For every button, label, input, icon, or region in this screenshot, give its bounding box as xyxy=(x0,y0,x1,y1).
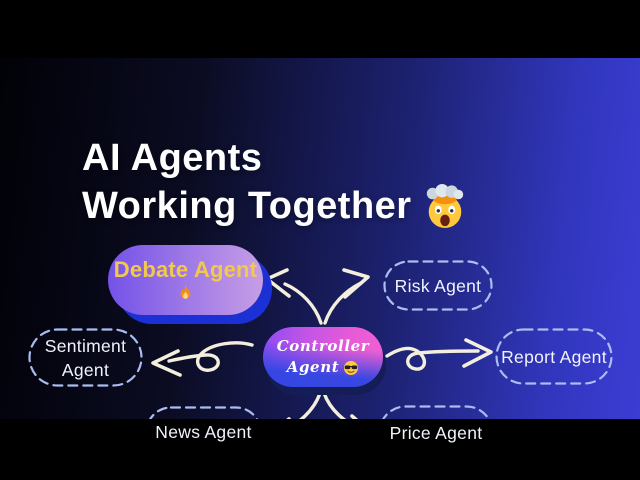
dashed-border xyxy=(495,328,613,385)
fire-emoji xyxy=(180,283,191,299)
connector-arrows xyxy=(151,268,493,447)
dashed-border xyxy=(383,260,493,311)
sunglasses-emoji xyxy=(344,360,359,375)
arrow-controller-to-report xyxy=(385,338,493,371)
risk-agent-label: Risk Agent xyxy=(394,275,482,296)
title-text-2: Working Together xyxy=(82,185,412,227)
title-line-1: AI Agents xyxy=(82,134,468,182)
page-title: AI Agents Working Together xyxy=(82,134,468,230)
price-agent-label: Price Agent xyxy=(389,422,483,443)
report-agent-label: Report Agent xyxy=(501,346,607,367)
node-debate-agent: Debate Agent xyxy=(108,245,263,315)
arrow-controller-to-sentiment xyxy=(151,341,254,377)
diagram-canvas: AI Agents Working Together xyxy=(0,58,640,460)
exploding-head-emoji xyxy=(426,183,463,229)
controller-label-line2: Agent xyxy=(287,357,360,378)
controller-agent-label: Controller Agent xyxy=(277,336,370,378)
news-agent-label: News Agent xyxy=(155,422,252,442)
sentiment-agent-label-line1: Sentiment xyxy=(44,335,127,356)
arrow-controller-to-risk xyxy=(323,268,370,325)
arrow-controller-to-debate xyxy=(265,268,323,325)
title-text-1: AI Agents xyxy=(82,137,263,179)
node-sentiment-agent: Sentiment Agent xyxy=(28,328,143,387)
sentiment-agent-label-line2: Agent xyxy=(61,359,110,380)
title-line-2: Working Together xyxy=(82,182,468,230)
node-risk-agent: Risk Agent xyxy=(383,260,493,311)
letterbox-bottom xyxy=(0,419,640,480)
controller-label-line1: Controller xyxy=(276,337,370,355)
letterbox-top xyxy=(0,0,640,58)
dashed-border xyxy=(28,328,143,387)
debate-agent-label: Debate Agent xyxy=(113,256,258,282)
node-report-agent: Report Agent xyxy=(495,328,613,385)
node-controller-agent: Controller Agent xyxy=(263,327,383,387)
